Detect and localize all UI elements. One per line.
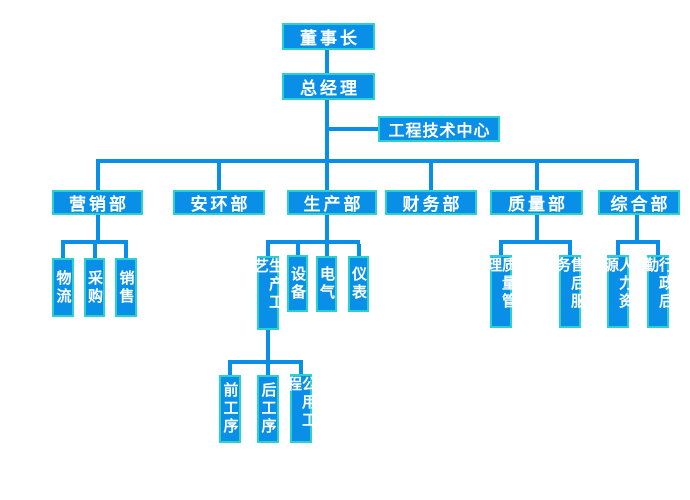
node-general-manager: 总经理 [282,73,375,100]
node-front-process: 前工序 [219,375,241,443]
node-back-process: 后工序 [257,375,279,443]
connector-drop-front-process [228,364,232,375]
node-procurement: 采购 [84,258,105,317]
node-label: 安环部 [190,195,251,215]
node-label: 财务部 [402,195,463,215]
connector-drop-admin-logistics [656,244,660,255]
connector-drop-utility [299,364,303,374]
connector-drop-back-process [266,364,270,375]
connector-drop-sales [124,244,128,258]
node-label: 行政后勤 [642,257,675,311]
connector-drop-marketing [95,163,100,190]
node-label: 人力资源 [602,257,635,311]
node-sales: 销售 [115,258,137,317]
node-label: 前工序 [221,382,240,436]
connector-drop-human-resources [616,244,620,255]
connector-general-stem [635,215,639,240]
connector-process-bar [228,360,303,364]
node-label: 设备 [289,265,307,302]
node-label: 电气 [318,266,336,302]
node-quality-management: 质量管理 [485,255,518,328]
node-label: 营销部 [69,195,129,215]
node-label: 物流 [54,269,73,306]
node-label: 质量部 [508,195,568,215]
connector-drop-production [324,163,329,190]
connector-quality-bar [499,240,572,244]
connector-marketing-stem [95,215,100,240]
connector-main-bar [95,159,639,163]
node-safety-environment: 安环部 [173,190,265,215]
node-admin-logistics: 行政后勤 [642,255,675,328]
connector-drop-logistics [61,244,65,258]
node-label: 仪表 [350,266,368,302]
connector-drop-safety [217,163,221,190]
connector-drop-electrical [324,244,329,256]
connector-branch-engineering [326,127,378,131]
node-label: 生产部 [303,195,364,215]
node-label: 生产工艺 [252,258,285,312]
node-chairman: 董事长 [282,23,375,50]
node-production: 生产部 [287,190,377,215]
connector-drop-quality [534,163,539,190]
node-instrument: 仪表 [348,256,369,312]
connector-gm-trunk [324,100,329,163]
connector-drop-finance [429,163,433,190]
connector-drop-equipment [295,244,300,255]
node-label: 工程技术中心 [388,121,491,140]
node-utility-engineering: 公用工程 [285,374,318,443]
node-label: 销售 [117,269,136,306]
node-label: 董事长 [300,29,360,49]
connector-chairman-gm [324,50,329,73]
node-finance: 财务部 [385,190,477,215]
node-label: 综合部 [610,195,671,215]
connector-general-bar [616,240,660,244]
connector-production-stem [324,215,329,240]
connector-drop-general [635,163,639,190]
node-label: 采购 [86,269,104,306]
node-label: 总经理 [300,79,360,99]
node-electrical: 电气 [316,256,337,312]
node-marketing: 营销部 [52,190,143,215]
node-after-sales-service: 售后服务 [554,255,587,328]
node-label: 质量管理 [485,257,518,311]
node-engineering-center: 工程技术中心 [378,116,500,142]
connector-production-bar [266,240,360,244]
node-label: 售后服务 [554,257,587,311]
node-label: 后工序 [259,382,278,436]
connector-drop-after-sales [568,244,572,255]
node-quality: 质量部 [490,190,583,215]
connector-quality-stem [534,215,539,240]
node-label: 公用工程 [285,376,318,430]
connector-drop-quality-management [499,244,503,255]
connector-marketing-bar [61,240,128,244]
node-equipment: 设备 [287,255,308,312]
connector-drop-production-process [266,244,270,256]
node-human-resources: 人力资源 [602,255,635,328]
connector-drop-instrument [356,244,361,256]
node-logistics: 物流 [52,258,74,317]
connector-drop-procurement [92,244,97,258]
node-production-process: 生产工艺 [252,256,285,330]
node-general-affairs: 综合部 [598,190,680,215]
connector-process-stem [266,330,270,360]
